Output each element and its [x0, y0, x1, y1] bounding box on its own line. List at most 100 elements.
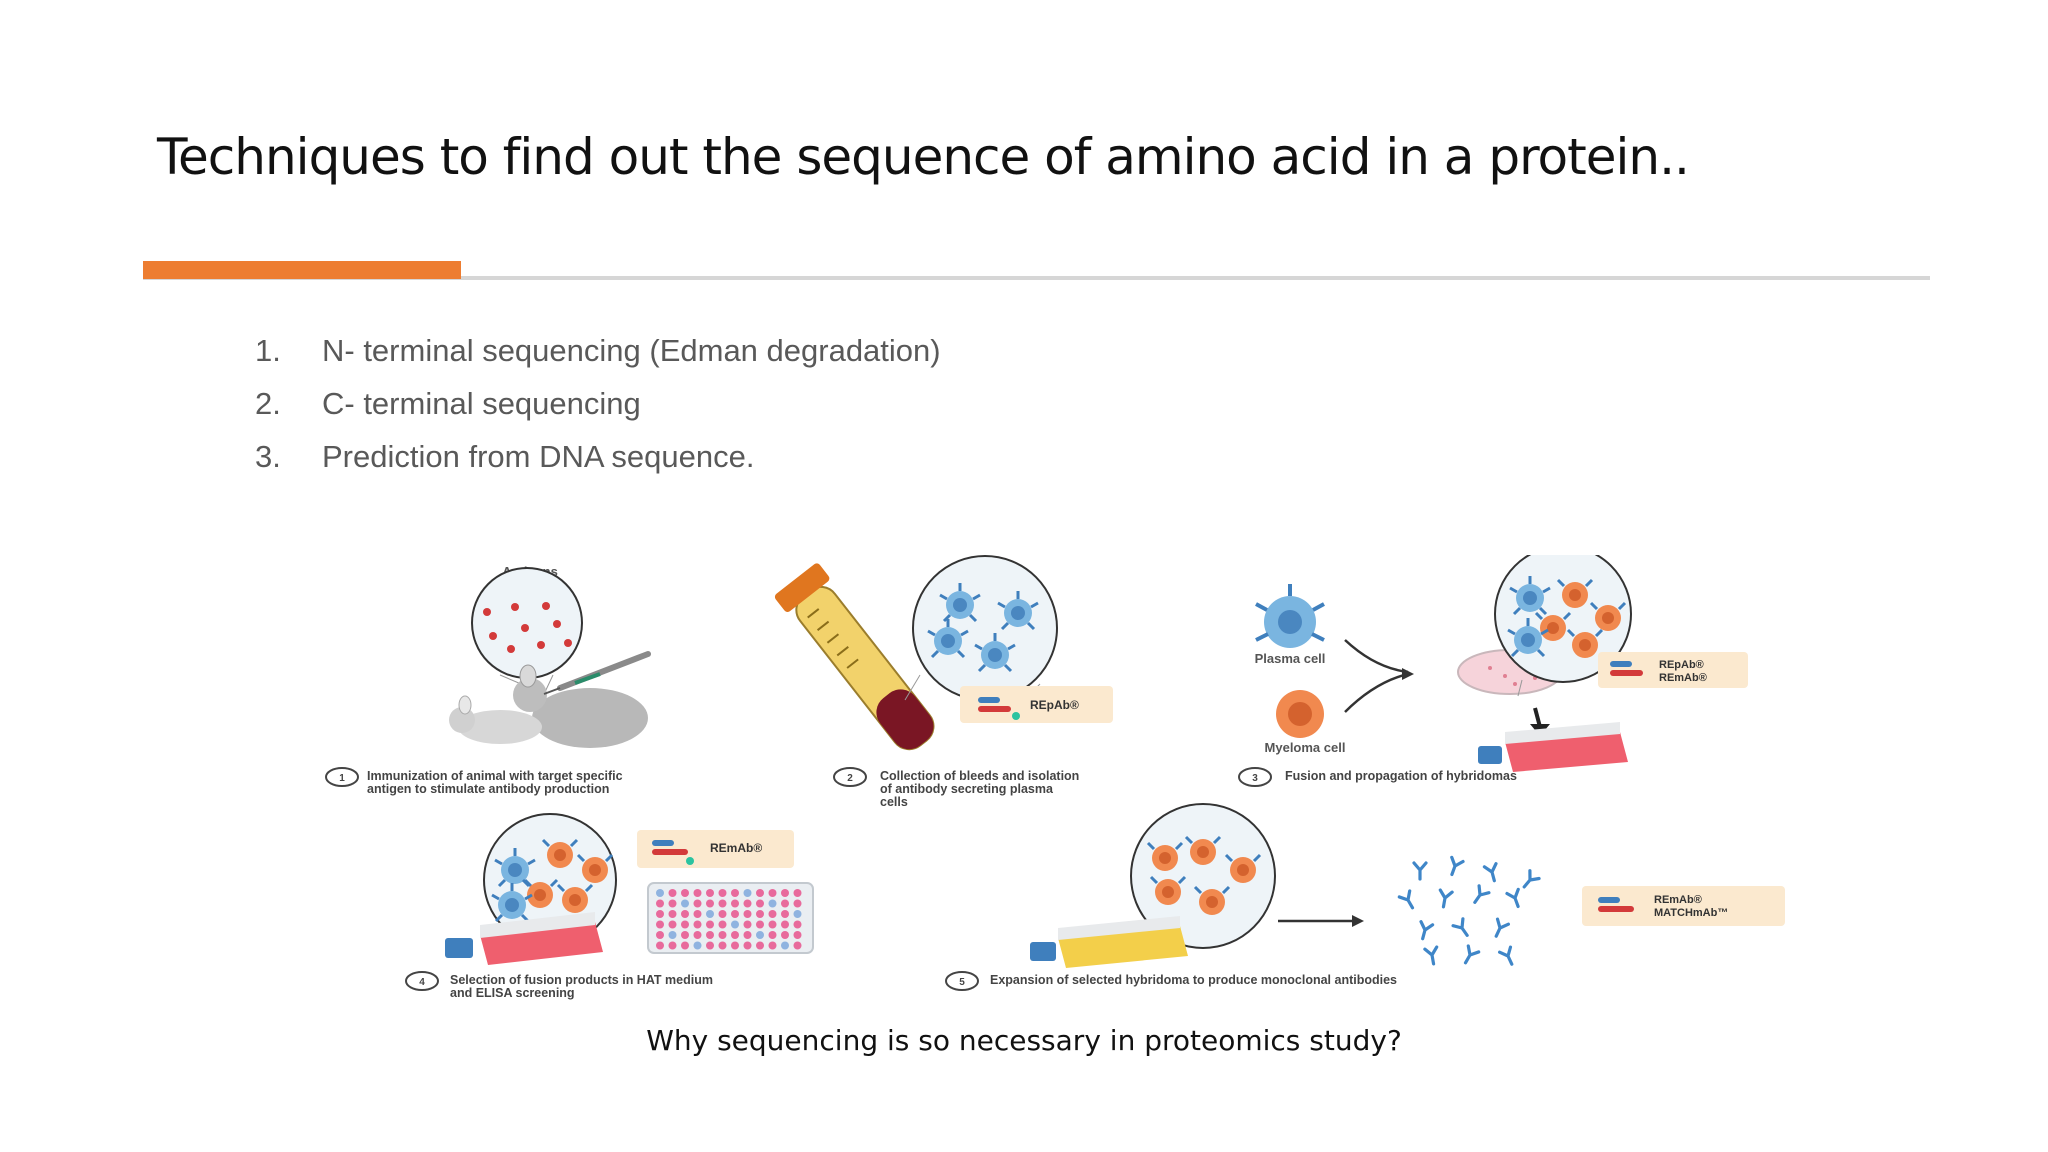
antibody-icon: [1482, 862, 1502, 884]
antigen-dots: [483, 602, 572, 653]
elisa-well: [793, 889, 802, 897]
list-item-number: 3.: [255, 439, 281, 474]
step-1-label: 1 Immunization of animal with target spe…: [325, 767, 623, 796]
title-accent-bar: [143, 261, 461, 279]
elisa-well: [656, 910, 664, 918]
elisa-well: [693, 931, 702, 939]
step-2-line-1: Collection of bleeds and isolation: [880, 769, 1079, 783]
remab-matchmab-badge: REmAb® MATCHmAb™: [1582, 886, 1785, 926]
elisa-well: [668, 889, 677, 897]
flask-icon: [1030, 916, 1188, 968]
step-5-line-1: Expansion of selected hybridoma to produ…: [990, 973, 1397, 987]
elisa-well: [693, 889, 702, 897]
fusion-arrow: [1344, 639, 1409, 713]
slide-title: Techniques to find out the sequence of a…: [157, 128, 1690, 186]
repab-remab-badge-label-1: REpAb®: [1659, 659, 1704, 671]
step-2-number: 2: [847, 773, 853, 784]
list-item: 2. C- terminal sequencing: [255, 386, 941, 439]
remab-badge-label: REmAb®: [710, 841, 762, 855]
elisa-well: [693, 920, 702, 929]
step-3-number: 3: [1252, 773, 1258, 784]
step-4-number: 4: [419, 977, 425, 988]
antibody-icon: [1498, 945, 1519, 969]
antibody-icon: [1435, 888, 1454, 910]
elisa-well: [681, 920, 689, 929]
remab-matchmab-label-2: MATCHmAb™: [1654, 907, 1728, 919]
elisa-well: [668, 910, 677, 918]
step-5-number: 5: [959, 977, 965, 988]
step-2-illustration: REpAb®: [774, 555, 1113, 751]
blood-tube-icon: [774, 563, 935, 751]
elisa-well: [793, 931, 802, 939]
elisa-well: [756, 920, 764, 929]
hybridoma-workflow-figure: Antigens: [325, 555, 1785, 1000]
list-item-text: C- terminal sequencing: [322, 386, 641, 421]
elisa-well: [781, 899, 789, 908]
elisa-well: [731, 889, 739, 897]
step-5-illustration: REmAb® MATCHmAb™: [1030, 803, 1785, 969]
elisa-well: [743, 920, 752, 929]
elisa-well: [718, 899, 727, 908]
syringe-icon: [543, 651, 651, 695]
elisa-well: [706, 899, 714, 908]
remab-badge: REmAb®: [637, 830, 794, 868]
elisa-well: [693, 910, 702, 918]
antibody-icon: [1458, 944, 1481, 968]
step-1-illustration: Antigens: [449, 564, 651, 748]
elisa-well: [768, 889, 777, 897]
antibody-icon: [1397, 889, 1420, 913]
elisa-well: [681, 910, 689, 918]
remab-matchmab-label-1: REmAb®: [1654, 894, 1702, 906]
elisa-well: [756, 910, 764, 918]
elisa-well: [668, 941, 677, 950]
elisa-well: [743, 941, 752, 950]
elisa-well: [781, 920, 789, 929]
step-5-label: 5 Expansion of selected hybridoma to pro…: [945, 971, 1397, 991]
elisa-well: [793, 910, 802, 918]
antibody-icon: [1468, 884, 1491, 908]
elisa-well: [781, 931, 789, 939]
elisa-well: [731, 920, 739, 929]
step-4-label: 4 Selection of fusion products in HAT me…: [405, 971, 713, 1000]
elisa-well: [731, 941, 739, 950]
elisa-well: [668, 931, 677, 939]
plasma-cell-icon: [1255, 584, 1325, 648]
expansion-zoom-circle: [1130, 803, 1276, 949]
step-4-line-2: and ELISA screening: [450, 986, 575, 1000]
elisa-well: [768, 910, 777, 918]
elisa-well: [706, 931, 714, 939]
list-item: 3. Prediction from DNA sequence.: [255, 439, 941, 492]
antibody-icon: [1451, 917, 1474, 941]
elisa-well: [756, 889, 764, 897]
elisa-well: [731, 931, 739, 939]
elisa-well: [656, 889, 664, 897]
elisa-well: [793, 920, 802, 929]
antibody-icon: [1412, 861, 1428, 881]
list-item-number: 1.: [255, 333, 281, 368]
repab-remab-badge: REpAb® REmAb®: [1598, 652, 1748, 688]
elisa-well: [743, 910, 752, 918]
antibody-icon: [1444, 855, 1465, 879]
elisa-well: [718, 889, 727, 897]
elisa-well: [681, 889, 689, 897]
elisa-well: [718, 920, 727, 929]
elisa-well: [768, 899, 777, 908]
elisa-well: [693, 899, 702, 908]
elisa-well: [756, 931, 764, 939]
step-1-line-2: antigen to stimulate antibody production: [367, 782, 609, 796]
elisa-well: [706, 910, 714, 918]
step-2-line-2: of antibody secreting plasma: [880, 782, 1054, 796]
step-2-label: 2 Collection of bleeds and isolation of …: [833, 767, 1079, 809]
antigen-zoom-circle: [471, 567, 583, 679]
elisa-well: [681, 941, 689, 950]
antibody-icon: [1415, 920, 1435, 942]
flask-icon: [1478, 722, 1628, 772]
step-1-line-1: Immunization of animal with target speci…: [367, 769, 623, 783]
step-4-illustration: REmAb®: [445, 813, 814, 965]
elisa-well: [731, 899, 739, 908]
antibody-cluster-icon: [1397, 855, 1541, 969]
elisa-well: [756, 899, 764, 908]
elisa-well: [706, 920, 714, 929]
mouse-icon: [449, 664, 648, 748]
